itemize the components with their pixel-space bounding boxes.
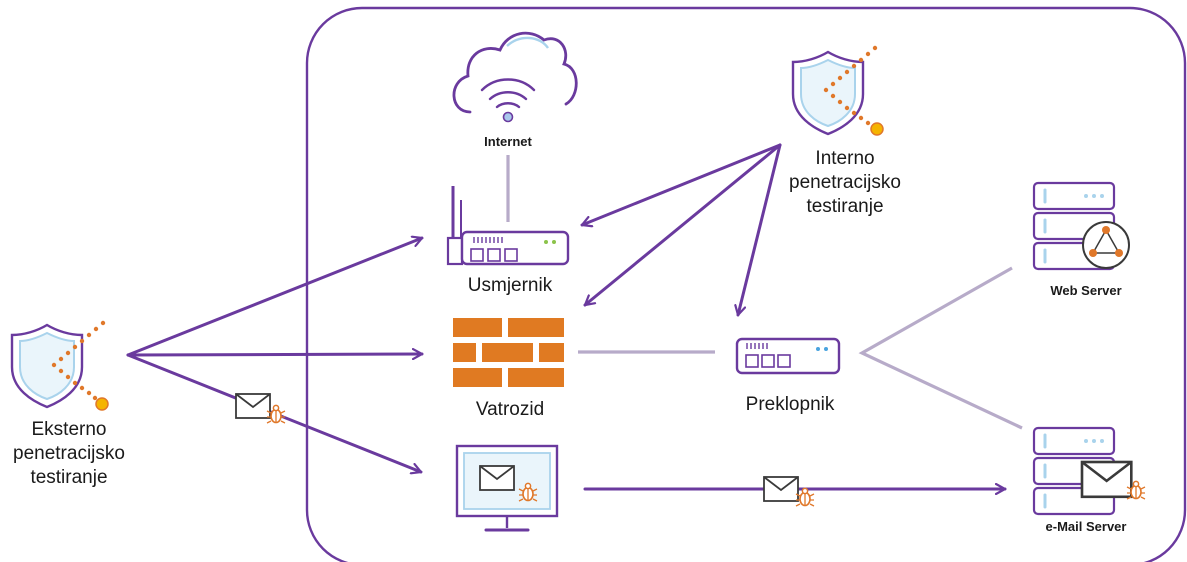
router-label: Usmjernik xyxy=(467,275,553,296)
web-server-label: Web Server xyxy=(1050,283,1122,298)
cloud-wifi-icon xyxy=(452,31,578,123)
internet-label: Internet xyxy=(484,134,532,149)
firewall-label: Vatrozid xyxy=(475,399,545,420)
mail-server-label: e-Mail Server xyxy=(1045,519,1127,534)
shield-icon xyxy=(10,320,109,411)
web-server-icon xyxy=(1032,181,1130,271)
external-pentest-label: Eksterno penetracijsko testiranje xyxy=(13,419,125,488)
internal-pentest-label: Interno penetracijsko testiranje xyxy=(789,148,901,217)
network-boundary xyxy=(305,6,1187,562)
network-links xyxy=(506,155,1023,430)
switch-icon xyxy=(735,337,841,375)
envelope-icon xyxy=(763,476,815,507)
shield-icon xyxy=(791,45,884,136)
envelope-icon xyxy=(235,393,286,424)
switch-label: Preklopnik xyxy=(745,394,835,415)
firewall-brick-icon xyxy=(453,318,564,387)
router-icon xyxy=(446,186,570,266)
mail-server-icon xyxy=(1032,426,1146,516)
monitor-icon xyxy=(455,444,559,532)
